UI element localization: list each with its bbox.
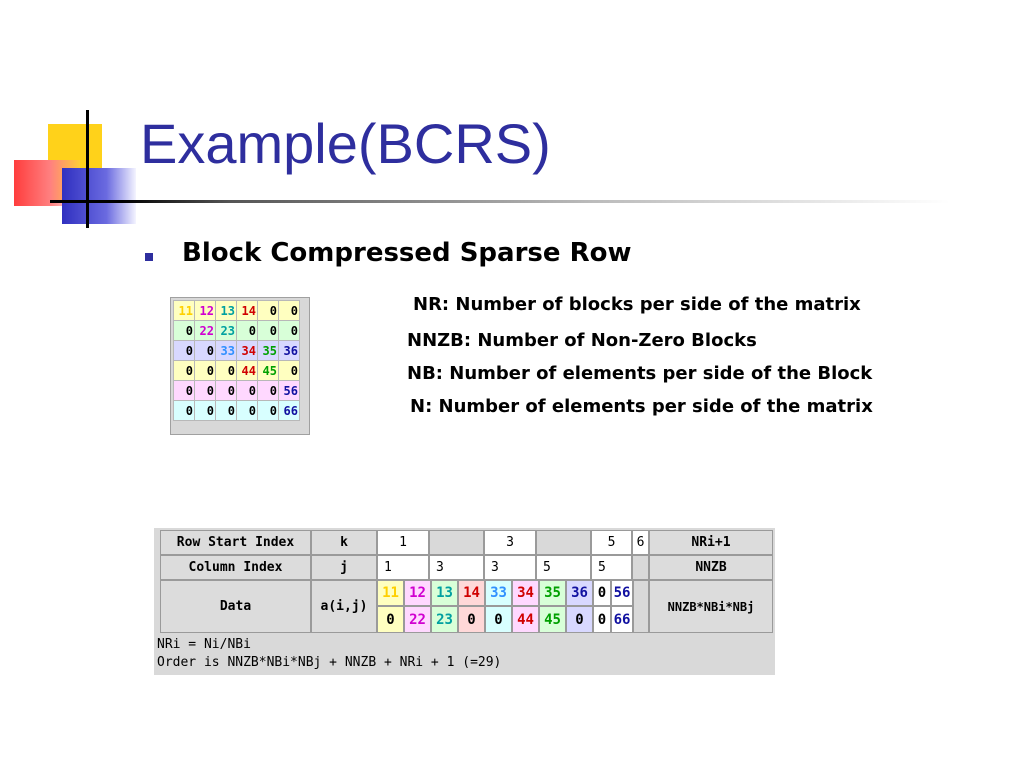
- data-label: Data: [160, 580, 311, 633]
- matrix-cell: 33: [215, 340, 237, 361]
- matrix-cell: 23: [215, 320, 237, 341]
- data-cell: 0: [593, 606, 611, 633]
- matrix-cell: 0: [257, 300, 279, 321]
- matrix-cell: 0: [278, 360, 300, 381]
- column-index-cell: 1: [377, 555, 429, 580]
- note-nr: NRi = Ni/NBi: [157, 637, 251, 652]
- matrix-cell: 35: [257, 340, 279, 361]
- matrix-cell: 0: [257, 400, 279, 421]
- matrix-cell: 12: [194, 300, 216, 321]
- data-cell: 0: [566, 606, 593, 633]
- data-size: NNZB*NBi*NBj: [649, 580, 773, 633]
- matrix-cell: 0: [194, 360, 216, 381]
- matrix-cell: 22: [194, 320, 216, 341]
- matrix-cell: 0: [236, 380, 258, 401]
- logo-vertical-line: [86, 110, 89, 228]
- row-start-label: Row Start Index: [160, 530, 311, 555]
- matrix-cell: 66: [278, 400, 300, 421]
- matrix-cell: 0: [215, 400, 237, 421]
- matrix-cell: 36: [278, 340, 300, 361]
- bullet-text: Block Compressed Sparse Row: [182, 238, 632, 268]
- bullet-square-icon: [145, 253, 153, 261]
- data-cell: 11: [377, 580, 404, 606]
- row-start-cell: 6: [632, 530, 649, 555]
- data-cell: 35: [539, 580, 566, 606]
- matrix-cell: 0: [257, 320, 279, 341]
- matrix-cell: 0: [215, 360, 237, 381]
- slide-title: Example(BCRS): [140, 112, 551, 175]
- data-cell: 0: [593, 580, 611, 606]
- matrix-cell: 11: [173, 300, 195, 321]
- data-cell: 12: [404, 580, 431, 606]
- data-blank: [633, 580, 649, 633]
- matrix-cell: 0: [173, 380, 195, 401]
- data-cell: 0: [485, 606, 512, 633]
- matrix-cell: 0: [215, 380, 237, 401]
- row-start-size: NRi+1: [649, 530, 773, 555]
- matrix-cell: 0: [194, 340, 216, 361]
- matrix-cell: 0: [278, 300, 300, 321]
- matrix-cell: 0: [278, 320, 300, 341]
- data-var: a(i,j): [311, 580, 377, 633]
- column-index-blank: [632, 555, 649, 580]
- data-cell: 34: [512, 580, 539, 606]
- definition-nb: NB: Number of elements per side of the B…: [407, 363, 873, 384]
- definition-n: N: Number of elements per side of the ma…: [410, 396, 873, 417]
- matrix-cell: 14: [236, 300, 258, 321]
- matrix-cell: 56: [278, 380, 300, 401]
- matrix-cell: 0: [173, 340, 195, 361]
- row-start-cell: 3: [484, 530, 536, 555]
- title-underline: [50, 200, 950, 203]
- matrix-cell: 44: [236, 360, 258, 381]
- row-start-cell: [536, 530, 591, 555]
- column-index-cell: 3: [484, 555, 536, 580]
- row-start-cell: [429, 530, 484, 555]
- matrix-cell: 0: [173, 320, 195, 341]
- matrix-cell: 0: [173, 360, 195, 381]
- matrix-cell: 0: [236, 320, 258, 341]
- matrix-cell: 0: [194, 400, 216, 421]
- data-cell: 36: [566, 580, 593, 606]
- definition-nnzb: NNZB: Number of Non-Zero Blocks: [407, 330, 757, 351]
- matrix-cell: 0: [173, 400, 195, 421]
- column-index-cell: 5: [536, 555, 591, 580]
- matrix-cell: 0: [257, 380, 279, 401]
- data-cell: 14: [458, 580, 485, 606]
- data-cell: 45: [539, 606, 566, 633]
- column-index-label: Column Index: [160, 555, 311, 580]
- data-cell: 44: [512, 606, 539, 633]
- column-index-cell: 5: [591, 555, 632, 580]
- column-index-size: NNZB: [649, 555, 773, 580]
- data-cell: 13: [431, 580, 458, 606]
- column-index-cell: 3: [429, 555, 484, 580]
- note-order: Order is NNZB*NBi*NBj + NNZB + NRi + 1 (…: [157, 655, 502, 670]
- row-start-cell: 5: [591, 530, 632, 555]
- row-start-cell: 1: [377, 530, 429, 555]
- matrix-cell: 0: [194, 380, 216, 401]
- data-cell: 0: [458, 606, 485, 633]
- data-cell: 56: [611, 580, 633, 606]
- data-cell: 66: [611, 606, 633, 633]
- logo-blue-bar: [62, 168, 136, 224]
- data-cell: 0: [377, 606, 404, 633]
- matrix-cell: 13: [215, 300, 237, 321]
- data-cell: 33: [485, 580, 512, 606]
- matrix-cell: 34: [236, 340, 258, 361]
- row-start-var: k: [311, 530, 377, 555]
- data-cell: 22: [404, 606, 431, 633]
- data-cell: 23: [431, 606, 458, 633]
- definition-nr: NR: Number of blocks per side of the mat…: [413, 294, 861, 315]
- matrix-cell: 45: [257, 360, 279, 381]
- column-index-var: j: [311, 555, 377, 580]
- matrix-cell: 0: [236, 400, 258, 421]
